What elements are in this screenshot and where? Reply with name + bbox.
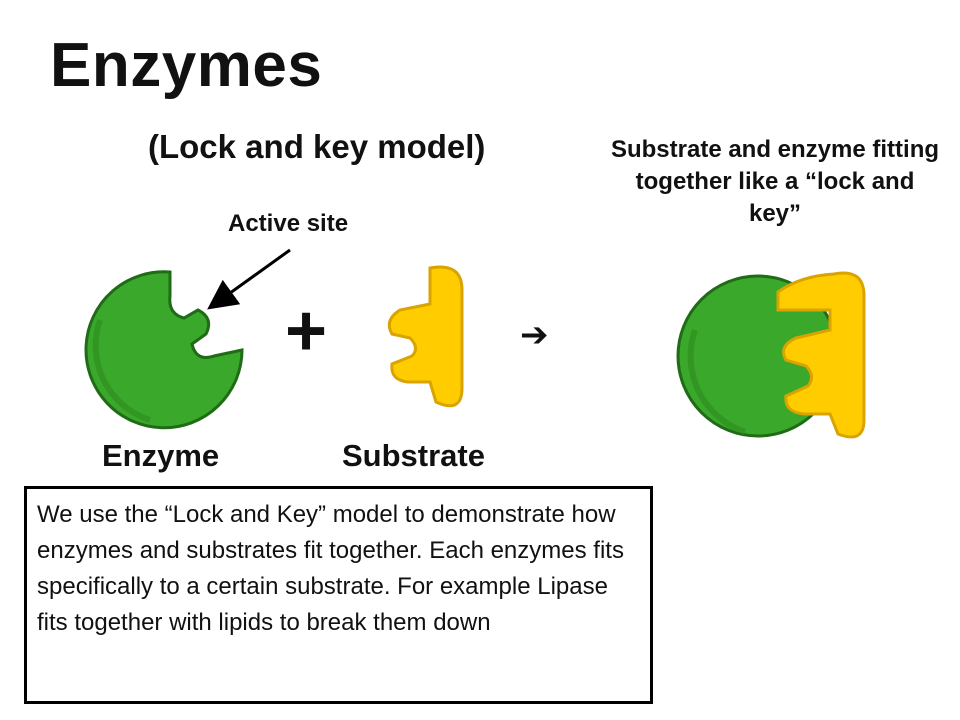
enzyme-label: Enzyme	[102, 438, 220, 473]
description-text: We use the “Lock and Key” model to demon…	[37, 501, 624, 636]
active-site-arrow	[207, 248, 291, 310]
page-title: Enzymes	[50, 31, 323, 100]
plus-sign: +	[285, 291, 328, 371]
reaction-arrow-icon: ➔	[520, 316, 549, 354]
substrate-shape	[387, 265, 464, 408]
description-box: We use the “Lock and Key” model to demon…	[24, 486, 653, 704]
combined-caption: Substrate and enzyme fitting together li…	[610, 136, 940, 227]
enzyme-shape	[84, 270, 244, 430]
substrate-label: Substrate	[342, 438, 485, 473]
enzyme-substrate-complex	[676, 271, 866, 439]
model-subtitle: (Lock and key model)	[148, 128, 486, 165]
active-site-label: Active site	[228, 210, 349, 237]
